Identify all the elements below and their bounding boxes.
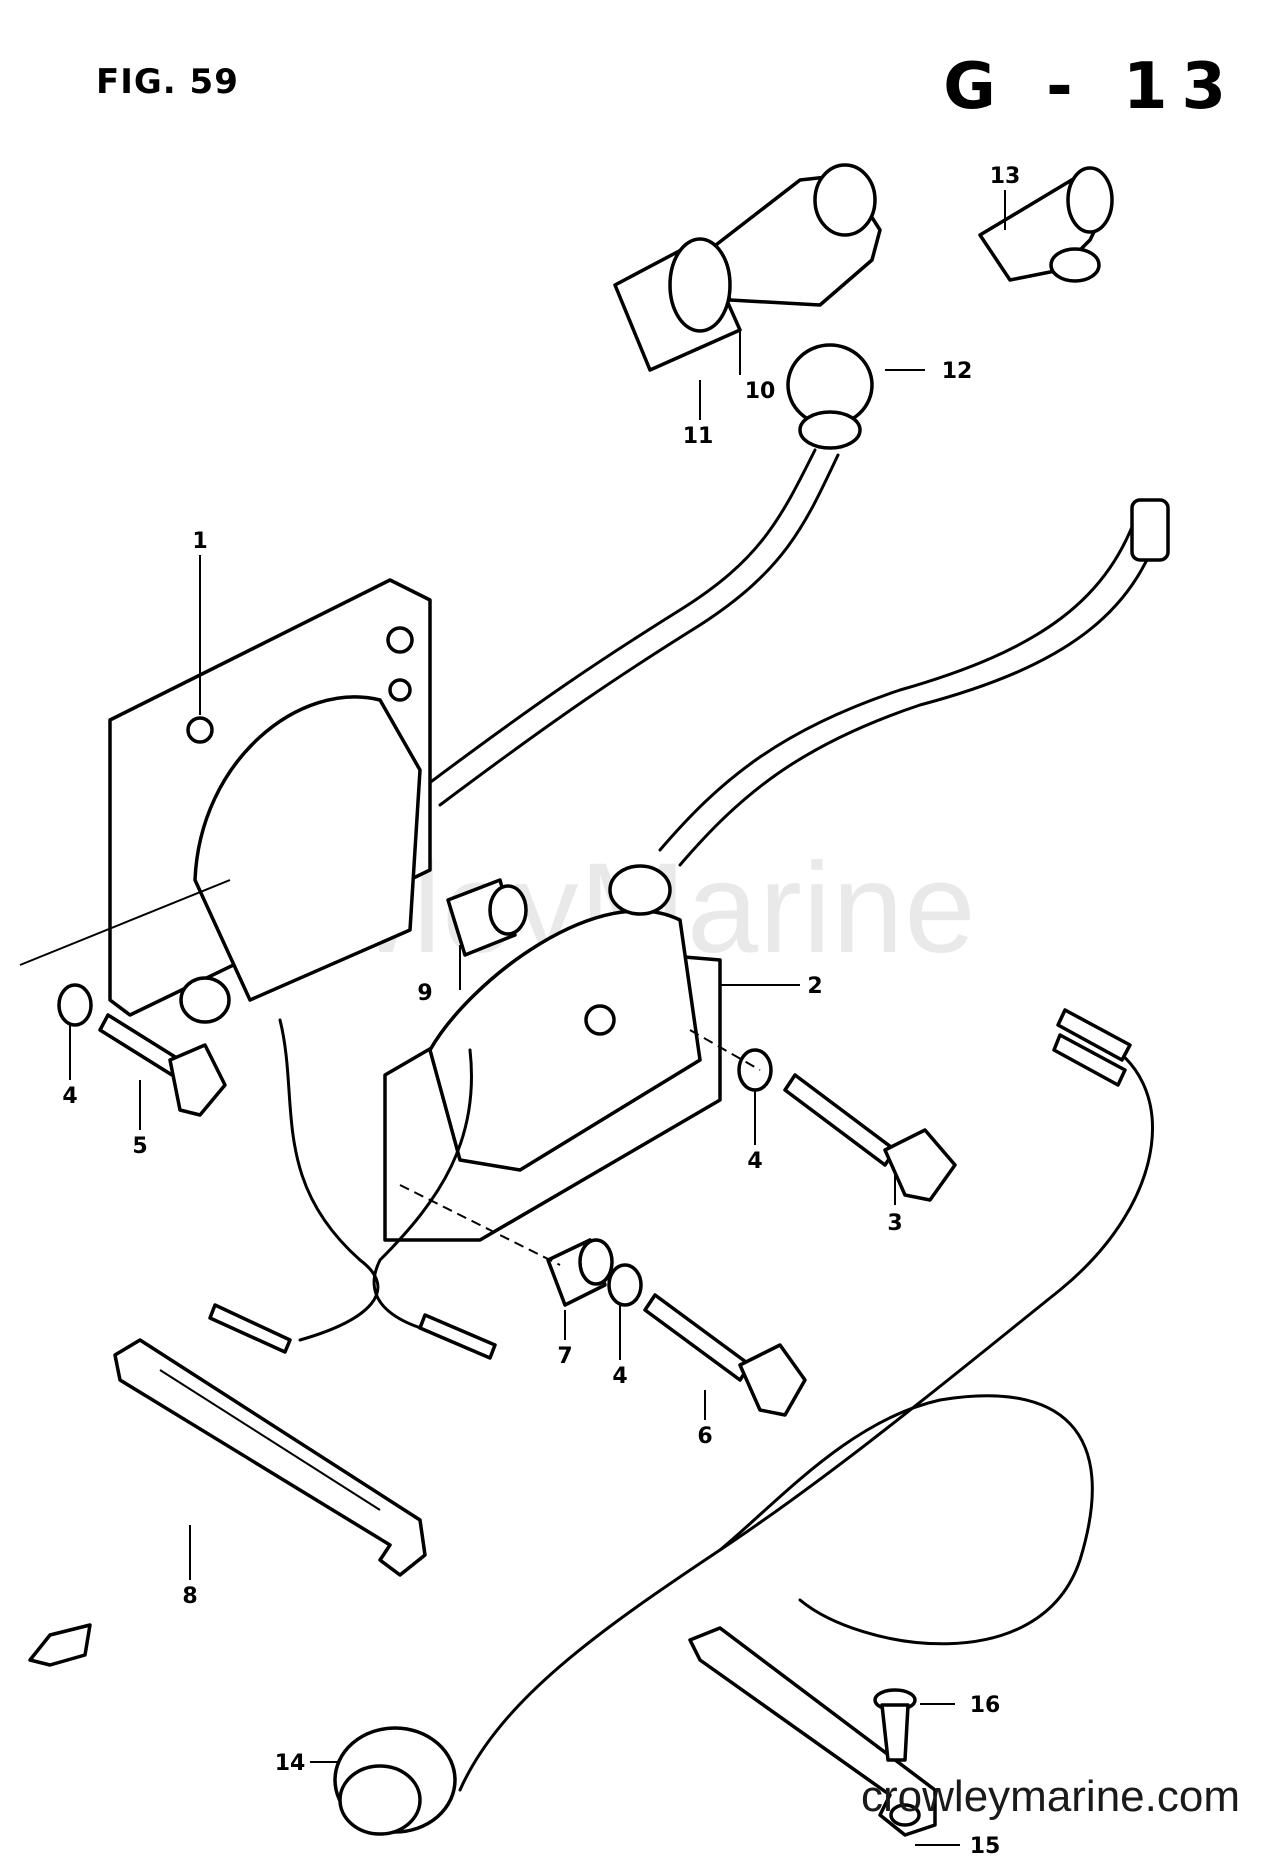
spacer-9 (446, 878, 528, 957)
callout-2: 2 (807, 974, 822, 999)
cord-end (1130, 498, 1170, 562)
callout-4b: 4 (747, 1149, 762, 1174)
stop-cord (458, 1038, 1154, 1792)
front-arrow-icon (28, 1623, 92, 1667)
plug-cap-13 (978, 166, 1114, 283)
callout-leaders (69, 190, 1006, 1846)
cord-long-b (678, 508, 1167, 867)
lead-1 (278, 1018, 380, 1342)
terminal-b (418, 1313, 497, 1360)
clamp-15 (688, 1626, 937, 1837)
cord-loop (718, 1394, 1094, 1646)
stop-switch-14 (333, 1726, 457, 1836)
callout-6: 6 (697, 1424, 712, 1449)
callout-4c: 4 (612, 1364, 627, 1389)
cord-long (658, 503, 1142, 852)
connector-b (1052, 1033, 1127, 1087)
strap-8 (113, 1338, 427, 1577)
figure-number: FIG. 59 (96, 62, 239, 102)
ignition-coil-1 (108, 578, 432, 1024)
leader-1 (19, 879, 231, 966)
callout-15: 15 (970, 1834, 1001, 1859)
callout-16: 16 (970, 1693, 1001, 1718)
leader-3 (689, 1029, 761, 1071)
callout-4a: 4 (62, 1084, 77, 1109)
screw-16 (873, 1688, 917, 1762)
callout-5: 5 (132, 1134, 147, 1159)
washer-4b (737, 1048, 773, 1092)
callout-8: 8 (182, 1584, 197, 1609)
connector-a (1056, 1008, 1132, 1062)
ignition-coil-2 (383, 864, 722, 1242)
cord-upper (418, 448, 817, 792)
cord-upper-b (438, 453, 840, 807)
callout-12: 12 (942, 359, 973, 384)
callout-7: 7 (557, 1344, 572, 1369)
bolt-3 (783, 1073, 957, 1202)
leader-2 (399, 1184, 561, 1266)
clamp-15-hole (889, 1803, 921, 1827)
callout-9: 9 (417, 981, 432, 1006)
lead-2 (372, 1048, 482, 1342)
callout-1: 1 (192, 529, 207, 554)
site-url: crowleymarine.com (861, 1772, 1240, 1821)
plug-cap-assembly (613, 163, 882, 450)
callout-14: 14 (275, 1751, 306, 1776)
washer-4a (57, 983, 93, 1027)
callout-3: 3 (887, 1211, 902, 1236)
spacer-7 (546, 1238, 614, 1307)
strap-8-slot (159, 1369, 381, 1511)
terminal-a (208, 1303, 292, 1354)
bolt-5 (98, 1013, 227, 1117)
callout-10: 10 (745, 379, 776, 404)
callout-11: 11 (683, 424, 714, 449)
section-code: G - 13 (943, 50, 1240, 124)
callout-13: 13 (990, 164, 1021, 189)
bolt-6 (643, 1293, 807, 1417)
washer-4c (607, 1263, 643, 1307)
